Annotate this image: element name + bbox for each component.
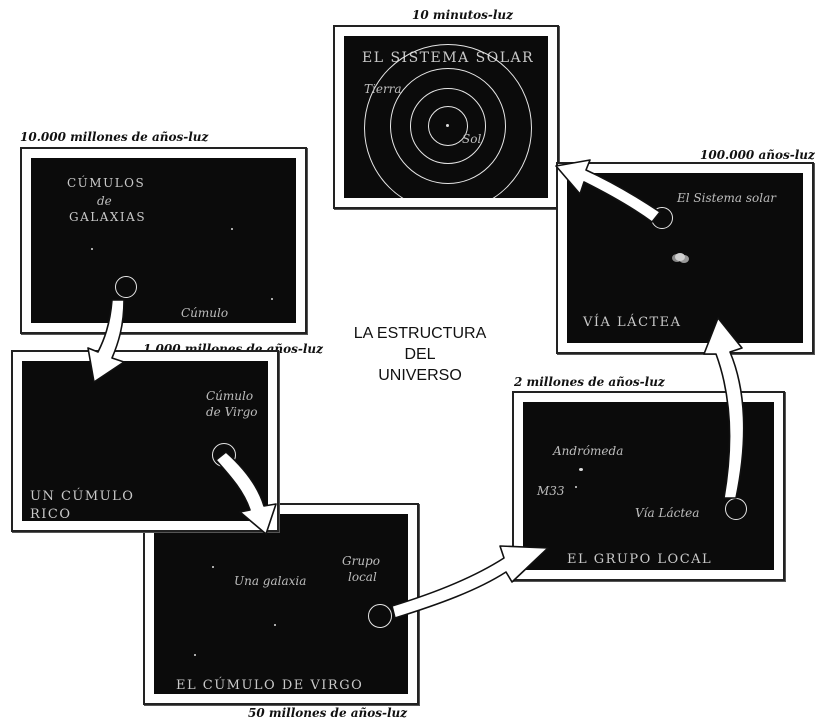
cumulo-virgo-heading: EL CÚMULO DE VIRGO	[176, 678, 364, 693]
cumulo-rico-heading-2: RICO	[30, 507, 72, 521]
panel-grupo-local-screen: Andrómeda M33 Vía Láctea EL GRUPO LOCAL	[523, 402, 774, 570]
local-label: local	[348, 570, 377, 584]
cumulo-rico-label-1: Cúmulo	[206, 389, 254, 403]
title-line-3: UNIVERSO	[378, 367, 462, 384]
tierra-label: Tierra	[364, 82, 402, 96]
cumulo-virgo-circle	[212, 443, 236, 467]
panel-via-lactea: El Sistema solar VÍA LÁCTEA	[556, 162, 814, 354]
scale-solar: 10 minutos-luz	[412, 8, 513, 22]
via-lactea-local-circle	[725, 498, 747, 520]
cumulo-rico-label-2: de Virgo	[206, 405, 258, 419]
virgo-star-3	[194, 654, 196, 656]
cumulo-marker-circle	[115, 276, 137, 298]
via-lactea-heading: VÍA LÁCTEA	[583, 315, 682, 330]
panel-grupo-local: Andrómeda M33 Vía Láctea EL GRUPO LOCAL	[512, 391, 785, 581]
panel-cumulo-rico: Cúmulo de Virgo UN CÚMULO RICO	[11, 350, 279, 532]
andromeda-dot	[579, 468, 583, 471]
sol-label: Sol	[462, 132, 482, 146]
galaxy-star-3	[271, 298, 273, 300]
grupo-local-circle	[368, 604, 392, 628]
diagram-title: LA ESTRUCTURA DEL UNIVERSO	[330, 323, 510, 386]
galaxy-star-1	[91, 248, 93, 250]
andromeda-label: Andrómeda	[553, 444, 624, 458]
cumulos-galaxias-heading-2: de	[97, 194, 112, 208]
grupo-local-heading: EL GRUPO LOCAL	[567, 552, 713, 567]
virgo-star-1	[212, 566, 214, 568]
panel-sistema-solar-screen: EL SISTEMA SOLAR Tierra Sol	[344, 36, 548, 198]
scale-grupo-local: 2 millones de años-luz	[514, 375, 665, 389]
via-lactea-local-label: Vía Láctea	[635, 506, 700, 520]
panel-cumulos-galaxias-screen: CÚMULOS de GALAXIAS Cúmulo	[31, 158, 296, 323]
sun-dot	[446, 124, 449, 127]
panel-sistema-solar: EL SISTEMA SOLAR Tierra Sol	[333, 25, 559, 209]
panel-via-lactea-screen: El Sistema solar VÍA LÁCTEA	[567, 173, 803, 343]
scale-cumulo-virgo: 50 millones de años-luz	[248, 706, 408, 720]
title-line-1: LA ESTRUCTURA	[353, 325, 487, 342]
galaxy-star-2	[231, 228, 233, 230]
cumulos-galaxias-heading-3: GALAXIAS	[69, 210, 147, 224]
scale-via-lactea: 100.000 años-luz	[700, 148, 815, 162]
m33-label: M33	[537, 484, 565, 498]
panel-cumulos-galaxias: CÚMULOS de GALAXIAS Cúmulo	[20, 147, 307, 334]
virgo-star-2	[274, 624, 276, 626]
galaxy-core	[675, 253, 685, 261]
orbit-4	[364, 44, 532, 198]
una-galaxia-label: Una galaxia	[234, 574, 307, 588]
m33-dot	[575, 486, 577, 488]
sistema-solar-marker-label: El Sistema solar	[677, 191, 777, 205]
panel-cumulo-virgo-screen: Una galaxia Grupo local EL CÚMULO DE VIR…	[154, 514, 408, 694]
sistema-solar-marker-circle	[651, 207, 673, 229]
panel-cumulo-rico-screen: Cúmulo de Virgo UN CÚMULO RICO	[22, 361, 268, 521]
cumulo-marker-label: Cúmulo	[181, 306, 229, 320]
cumulos-galaxias-heading-1: CÚMULOS	[67, 176, 146, 190]
scale-cumulos-galaxias: 10.000 millones de años-luz	[20, 130, 209, 144]
grupo-label: Grupo	[342, 554, 380, 568]
cumulo-rico-heading-1: UN CÚMULO	[30, 489, 135, 504]
panel-cumulo-virgo: Una galaxia Grupo local EL CÚMULO DE VIR…	[143, 503, 419, 705]
title-line-2: DEL	[404, 346, 436, 363]
